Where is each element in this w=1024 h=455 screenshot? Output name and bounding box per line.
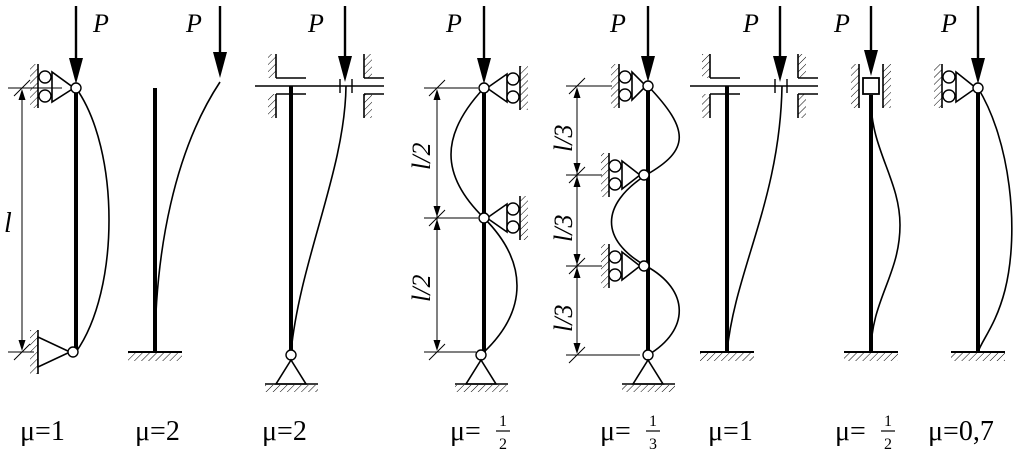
buckled-shape-3 (290, 85, 347, 353)
buckled-shape-2 (154, 81, 221, 353)
load-label-1: P (92, 9, 109, 38)
svg-text:1: 1 (884, 413, 892, 430)
svg-text:μ=: μ= (600, 416, 631, 447)
load-label-8: P (940, 9, 957, 38)
arrow-8 (971, 6, 985, 84)
svg-text:1: 1 (499, 413, 507, 430)
case-6-fixed-sliding: P μ=1 (690, 6, 818, 447)
load-label-5: P (609, 9, 626, 38)
svg-text:μ=: μ= (450, 416, 481, 447)
buckled-shape-7 (870, 99, 901, 353)
length-dimension-1 (8, 79, 62, 361)
length-label-half-top: l/2 (407, 143, 436, 170)
svg-text:μ=2: μ=2 (262, 416, 307, 447)
third-length-dimension (566, 77, 640, 364)
pin-support-1-bottom (30, 330, 79, 374)
mu-label-6: μ=1 (708, 416, 753, 447)
fixed-support-8 (951, 351, 1005, 361)
pin-support-5-bottom (622, 349, 675, 392)
slider-block-7 (851, 64, 891, 108)
load-label-3: P (307, 9, 324, 38)
mu-label-4: μ= 1 2 (450, 413, 510, 453)
mu-label-5: μ= 1 3 (600, 413, 660, 453)
length-label-third-1: l/3 (549, 125, 578, 152)
mu-label-3: μ=2 (262, 416, 307, 447)
sliding-clamp-3 (255, 54, 384, 118)
mu-label-7: μ= 1 2 (835, 413, 895, 453)
case-7-fixed-fixed: P μ= 1 2 (833, 6, 901, 453)
buckled-shape-5 (610, 85, 681, 356)
length-label-third-3: l/3 (549, 305, 578, 332)
load-label-7: P (833, 9, 850, 38)
pin-support-4-bottom (455, 349, 508, 392)
arrow-7 (864, 6, 878, 76)
arrow-4 (477, 6, 491, 84)
arrow-1 (69, 6, 83, 84)
load-label-2: P (185, 9, 202, 38)
svg-text:μ=1: μ=1 (20, 416, 65, 447)
length-label-half-bottom: l/2 (407, 275, 436, 302)
load-label-4: P (445, 9, 462, 38)
case-4-two-span: P (407, 6, 528, 453)
svg-text:μ=: μ= (835, 416, 866, 447)
half-length-dimension (424, 79, 478, 361)
load-label-6: P (742, 9, 759, 38)
buckled-shape-8 (977, 87, 1013, 353)
case-3-pinned-sliding: P (255, 6, 384, 447)
roller-support-5-top (611, 64, 654, 108)
roller-support-1-top (30, 64, 82, 108)
case-1-pinned-pinned: P l μ=1 (4, 6, 110, 447)
svg-text:2: 2 (499, 436, 507, 453)
roller-support-8-top (934, 64, 984, 108)
svg-text:μ=0,7: μ=0,7 (928, 416, 994, 447)
roller-support-5-upper-mid (601, 153, 650, 197)
length-label-full: l (4, 208, 12, 239)
mu-label-2: μ=2 (135, 416, 180, 447)
roller-support-4-mid (478, 196, 528, 240)
svg-text:1: 1 (649, 413, 657, 430)
roller-support-4-top (478, 66, 528, 110)
svg-text:3: 3 (649, 436, 657, 453)
svg-text:2: 2 (884, 436, 892, 453)
buckled-shape-1 (75, 87, 110, 353)
pin-support-3-bottom (265, 349, 318, 392)
fixed-support-2 (128, 351, 182, 361)
sliding-clamp-6 (690, 54, 818, 118)
length-label-third-2: l/3 (549, 215, 578, 242)
fixed-support-7 (844, 351, 898, 361)
case-8-fixed-pinned: P μ=0,7 (928, 6, 1013, 447)
arrow-6 (773, 6, 787, 82)
fixed-support-6 (700, 351, 754, 361)
arrow-2 (213, 6, 227, 78)
arrow-3 (338, 6, 352, 82)
roller-support-5-lower-mid (601, 244, 650, 288)
arrow-5 (641, 6, 655, 82)
case-5-three-span: P (549, 6, 681, 453)
svg-text:μ=1: μ=1 (708, 416, 753, 447)
mu-label-1: μ=1 (20, 416, 65, 447)
mu-label-8: μ=0,7 (928, 416, 994, 447)
case-2-fixed-free: P μ=2 (128, 6, 227, 447)
buckled-shape-6 (726, 85, 783, 353)
svg-text:μ=2: μ=2 (135, 416, 180, 447)
